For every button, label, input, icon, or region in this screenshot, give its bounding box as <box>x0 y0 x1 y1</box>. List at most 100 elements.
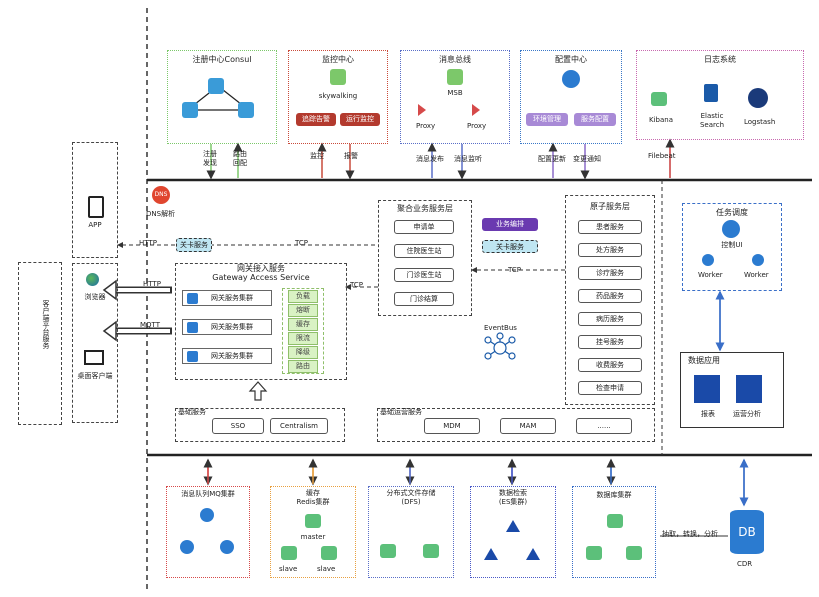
service-config-button[interactable]: 服务配置 <box>574 113 616 126</box>
gateway-access-service <box>175 263 347 380</box>
consul-node-icon <box>208 78 224 94</box>
db-cluster-title: 数据库集群 <box>596 491 632 499</box>
message-bus <box>400 50 510 144</box>
db-node-icon <box>626 546 642 560</box>
es-title: 数据检索 (ES集群) <box>498 489 528 506</box>
worker-label-2: Worker <box>744 271 769 279</box>
db-node-icon <box>607 514 623 528</box>
pc-client-group <box>72 263 118 423</box>
function-cache: 缓存 <box>288 318 318 331</box>
redis-cluster <box>270 486 356 578</box>
filebeat-label: Filebeat <box>648 152 676 160</box>
proxy-icon <box>472 104 480 116</box>
sso-button[interactable]: SSO <box>212 418 264 434</box>
worker-label-1: Worker <box>698 271 723 279</box>
redis-master-label: master <box>300 533 326 541</box>
env-manage-button[interactable]: 环境管理 <box>526 113 568 126</box>
gate-service-button[interactable]: 关卡服务 <box>482 240 538 253</box>
function-load: 负载 <box>288 290 318 303</box>
desktop-icon <box>84 350 104 365</box>
client-platform-label: 客户端平台服务 <box>42 300 50 349</box>
atomic-item[interactable]: 诊疗服务 <box>578 266 642 280</box>
business-arrange-button[interactable]: 业务编排 <box>482 218 538 231</box>
atomic-item[interactable]: 病历服务 <box>578 312 642 326</box>
aggregate-service-layer <box>378 200 472 316</box>
redis-slave-icon <box>321 546 337 560</box>
mqtt-label: MQTT <box>140 321 160 329</box>
logstash-icon <box>748 88 768 108</box>
atomic-item[interactable]: 药品服务 <box>578 289 642 303</box>
consul-node-icon <box>182 102 198 118</box>
monitor-center <box>288 50 388 144</box>
registry-route-label: 路由 回配 <box>233 150 247 167</box>
gateway-cluster[interactable]: 网关服务集群 <box>182 348 272 364</box>
msg-publish-label: 消息发布 <box>416 155 444 163</box>
skywalking-label: skywalking <box>318 92 358 100</box>
atomic-item[interactable]: 收费服务 <box>578 358 642 372</box>
trace-alert-button[interactable]: 追踪告警 <box>296 113 336 126</box>
centralism-button[interactable]: Centralism <box>270 418 328 434</box>
control-ui-label[interactable]: 控制UI <box>721 241 743 249</box>
tcp-label-2: TCP <box>350 281 363 289</box>
gateway-access-subtitle: Gateway Access Service <box>212 273 310 282</box>
aggregate-item[interactable]: 申请单 <box>394 220 454 234</box>
dfs-title: 分布式文件存储 (DFS) <box>386 489 436 506</box>
registry-title: 注册中心Consul <box>192 55 252 64</box>
app-client[interactable] <box>72 142 118 258</box>
redis-slave-icon <box>281 546 297 560</box>
msg-listen-label: 消息监听 <box>454 155 482 163</box>
db-cluster <box>572 486 656 578</box>
run-monitor-button[interactable]: 运行监控 <box>340 113 380 126</box>
gateway-cluster[interactable]: 网关服务集群 <box>182 319 272 335</box>
report-icon <box>694 375 720 403</box>
gear-icon <box>722 220 740 238</box>
consul-node-icon <box>238 102 254 118</box>
base-service <box>175 408 345 442</box>
registry-center <box>167 50 277 144</box>
task-scheduling <box>682 203 782 291</box>
redis-slave-label-2: slave <box>317 565 336 573</box>
eventbus-label: EventBus <box>484 324 517 332</box>
atomic-item[interactable]: 挂号服务 <box>578 335 642 349</box>
gateway-cluster[interactable]: 网关服务集群 <box>182 290 272 306</box>
aggregate-item[interactable]: 住院医生站 <box>394 244 454 258</box>
browser-label[interactable]: 浏览器 <box>84 293 106 301</box>
proxy-label-2: Proxy <box>467 122 487 130</box>
data-app-title: 数据应用 <box>688 356 720 365</box>
globe-icon <box>86 273 99 286</box>
data-application <box>680 352 784 428</box>
more-button[interactable]: ...... <box>576 418 632 434</box>
gateway-service-pill[interactable]: 关卡服务 <box>176 238 212 252</box>
es-cluster <box>470 486 556 578</box>
gear-icon <box>187 351 198 362</box>
db-node-icon <box>586 546 602 560</box>
atomic-service-layer <box>565 195 655 405</box>
mam-button[interactable]: MAM <box>500 418 556 434</box>
task-title: 任务调度 <box>716 208 748 217</box>
logs-title: 日志系统 <box>704 55 736 64</box>
aggregate-item[interactable]: 门诊医生站 <box>394 268 454 282</box>
desktop-label[interactable]: 桌面客户端 <box>77 372 113 380</box>
report-label: 报表 <box>701 410 715 418</box>
config-title: 配置中心 <box>555 55 587 64</box>
base-platform <box>377 408 655 442</box>
atomic-item[interactable]: 处方服务 <box>578 243 642 257</box>
config-center <box>520 50 622 144</box>
redis-master-icon <box>305 514 321 528</box>
atomic-title: 原子服务层 <box>590 202 630 211</box>
proxy-label-1: Proxy <box>416 122 436 130</box>
aggregate-item[interactable]: 门诊结算 <box>394 292 454 306</box>
dfs-node-icon <box>423 544 439 558</box>
mq-node-icon <box>220 540 234 554</box>
elasticsearch-label: Elastic Search <box>699 112 725 129</box>
mdm-button[interactable]: MDM <box>424 418 480 434</box>
worker-icon <box>752 254 764 266</box>
client-platform-group <box>18 262 62 425</box>
base-service-title: 基础服务 <box>178 408 206 416</box>
app-label: APP <box>88 221 102 229</box>
atomic-item[interactable]: 患者服务 <box>578 220 642 234</box>
registry-discover-label: 注册 发现 <box>203 150 217 167</box>
ops-analysis-label: 运营分析 <box>733 410 761 418</box>
atomic-item[interactable]: 检查申请 <box>578 381 642 395</box>
dns-label: DNS解析 <box>146 210 176 218</box>
